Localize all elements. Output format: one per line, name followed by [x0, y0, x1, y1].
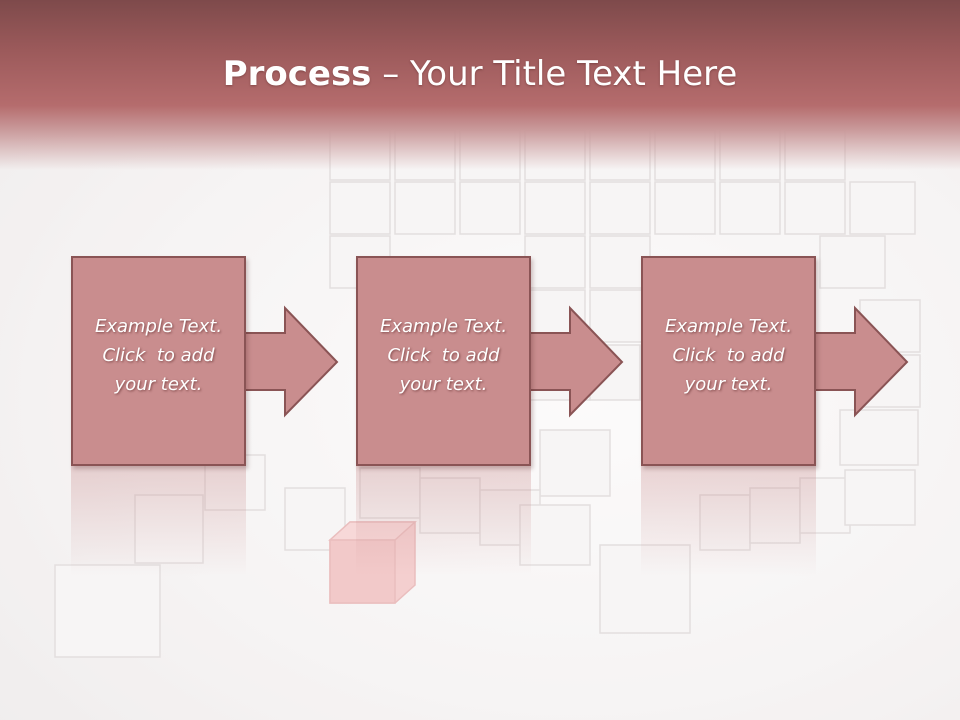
title-bold-part: Process	[222, 54, 372, 94]
process-step-2[interactable]: Example Text. Click to add your text.	[356, 256, 531, 466]
red-cube	[328, 521, 417, 604]
arrow-2	[529, 305, 624, 418]
process-step-3[interactable]: Example Text. Click to add your text.	[641, 256, 816, 466]
process-step-1[interactable]: Example Text. Click to add your text.	[71, 256, 246, 466]
step-2-line-3: your text.	[399, 374, 488, 395]
box-reflection-1	[71, 466, 246, 576]
step-3-line-1: Example Text.	[664, 316, 793, 337]
box-reflection-2	[356, 466, 531, 576]
box-reflection-3	[641, 466, 816, 576]
step-2-line-1: Example Text.	[379, 316, 508, 337]
step-1-line-3: your text.	[114, 374, 203, 395]
title-rest-part: – Your Title Text Here	[371, 54, 738, 94]
step-3-line-2: Click to add	[672, 345, 785, 366]
arrow-3	[814, 305, 909, 418]
step-1-line-1: Example Text.	[94, 316, 223, 337]
step-2-text[interactable]: Example Text. Click to add your text.	[358, 312, 529, 399]
arrow-1	[244, 305, 339, 418]
step-2-line-2: Click to add	[387, 345, 500, 366]
step-3-text[interactable]: Example Text. Click to add your text.	[643, 312, 814, 399]
step-1-text[interactable]: Example Text. Click to add your text.	[73, 312, 244, 399]
step-1-line-2: Click to add	[102, 345, 215, 366]
slide-title[interactable]: Process – Your Title Text Here	[0, 52, 960, 96]
header-band	[0, 0, 960, 170]
step-3-line-3: your text.	[684, 374, 773, 395]
